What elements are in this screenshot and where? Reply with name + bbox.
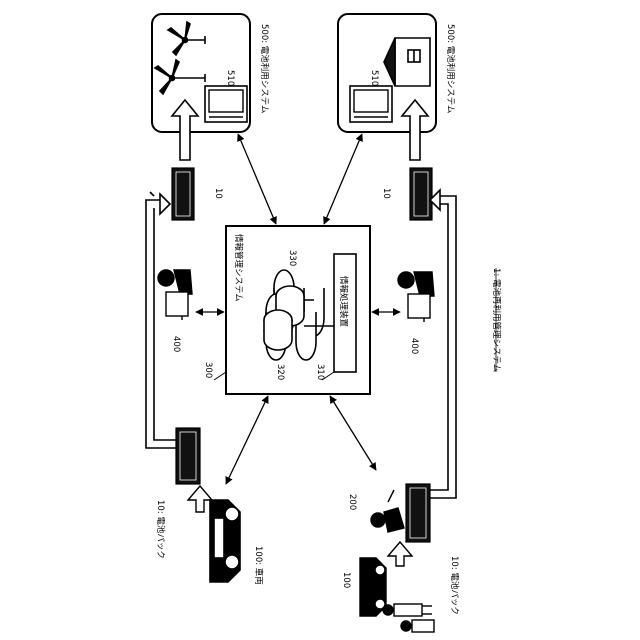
vehicle-label: 100: 車両 <box>253 546 264 585</box>
db-ref-330: 330 <box>287 250 297 266</box>
battery-pack-lower-left <box>176 428 200 484</box>
hollow-arrow <box>188 486 212 512</box>
terminal-ref-label: 510 <box>369 70 379 86</box>
db-ref-320: 320 <box>275 364 285 380</box>
terminal-icon <box>350 86 392 122</box>
terminal-icon <box>205 86 247 122</box>
operator-icon-right <box>398 272 434 322</box>
ims-label: 情報管理システム <box>233 234 244 302</box>
battery-pack-top-right <box>410 168 432 220</box>
operator-ref: 400 <box>409 338 419 354</box>
operator-icon-left <box>158 270 192 320</box>
battery-pack-ref: 10 <box>213 188 223 199</box>
house-icon <box>384 38 430 86</box>
processor-label: 情報処理装置 <box>338 276 349 328</box>
battery-use-system-house: 510 500: 電池利用システム <box>338 14 456 132</box>
vehicle-icon <box>210 500 240 582</box>
battery-pack-label: 10: 電池パック <box>449 556 460 615</box>
terminal-ref-label: 510 <box>225 70 235 86</box>
battery-pack-top-left <box>172 168 194 220</box>
battery-pack-lower-right <box>406 484 430 542</box>
vehicle-label: 100 <box>341 572 351 588</box>
battery-pack-ref: 10 <box>381 188 391 199</box>
return-path-right <box>430 190 456 498</box>
return-path-left <box>146 192 176 448</box>
battery-use-system-label: 500: 電池利用システム <box>445 24 456 114</box>
ims-ref: 300 <box>203 362 213 378</box>
vehicle-icon-lower <box>360 558 386 616</box>
battery-use-system-wind: 510 500: 電池利用システム <box>152 14 270 132</box>
hollow-arrow <box>388 542 412 566</box>
people-icon <box>383 604 434 632</box>
battery-pack-label: 10: 電池パック <box>155 500 166 559</box>
information-management-system: 情報管理システム 330 320 情報処理装置 310 300 <box>203 226 370 394</box>
system-title: 1: 電池再利用管理システム <box>491 268 502 372</box>
operator-ref: 400 <box>171 336 181 352</box>
worker-icon <box>371 490 404 532</box>
processor-ref: 310 <box>315 364 325 380</box>
battery-use-system-label: 500: 電池利用システム <box>259 24 270 114</box>
worker-ref: 200 <box>347 494 357 510</box>
